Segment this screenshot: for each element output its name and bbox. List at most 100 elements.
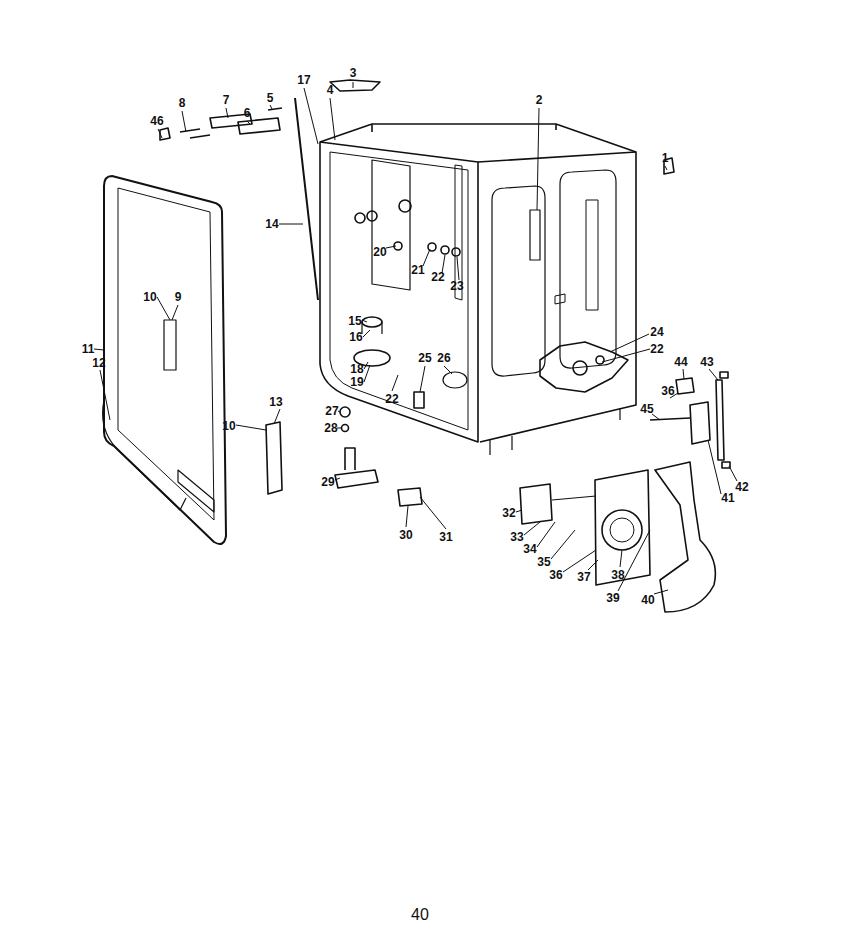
hole (596, 356, 604, 364)
callout-number: 37 (577, 571, 590, 583)
clip (555, 294, 565, 304)
callout-number: 28 (324, 422, 337, 434)
leader-lines (94, 82, 737, 594)
cap (720, 372, 728, 378)
cover-40 (655, 462, 715, 612)
ring-28 (342, 425, 349, 432)
callout-number: 27 (325, 405, 338, 417)
callout-number: 21 (411, 264, 424, 276)
latch-strike (530, 210, 540, 260)
nut (452, 248, 460, 256)
fan-38 (602, 510, 642, 550)
door-outline (104, 176, 226, 544)
callout-number: 2 (536, 94, 543, 106)
switch-30 (398, 488, 422, 506)
callout-number: 13 (269, 396, 282, 408)
rod-43 (716, 380, 724, 460)
callout-number: 5 (267, 92, 274, 104)
callout-number: 1 (662, 152, 669, 164)
callout-number: 24 (650, 326, 663, 338)
door-latch-9 (164, 320, 176, 370)
tub-front-frame (320, 142, 478, 442)
callout-number: 14 (265, 218, 278, 230)
callout-number: 15 (348, 315, 361, 327)
tub-front-inner (330, 152, 468, 430)
callout-number: 10 (222, 420, 235, 432)
strike-13 (266, 422, 282, 494)
callout-number: 39 (606, 592, 619, 604)
washer-27 (340, 407, 350, 417)
screws-8 (180, 129, 210, 138)
callout-number: 30 (399, 529, 412, 541)
float-switch-29 (335, 448, 378, 488)
tub-feet (490, 408, 620, 455)
link (552, 496, 596, 500)
callout-number: 31 (439, 531, 452, 543)
side-rail (586, 200, 598, 310)
rod-45 (650, 418, 690, 420)
cap-42 (722, 462, 730, 468)
tub-side-top (478, 152, 636, 162)
spray-hub (362, 322, 382, 334)
tub-outline (320, 124, 636, 442)
tub-top-edge (372, 124, 556, 132)
grommet (399, 200, 411, 212)
callout-number: 26 (437, 352, 450, 364)
callout-number: 10 (143, 291, 156, 303)
callout-number: 29 (321, 476, 334, 488)
callout-number: 32 (502, 507, 515, 519)
hinge-6 (238, 118, 280, 134)
callout-number: 23 (450, 280, 463, 292)
part-46 (160, 128, 170, 140)
callout-number: 19 (350, 376, 363, 388)
callout-number: 44 (674, 356, 687, 368)
plate-37 (595, 470, 650, 585)
callout-number: 36 (661, 385, 674, 397)
hole (573, 361, 587, 375)
callout-number: 9 (175, 291, 182, 303)
screw-5 (268, 108, 282, 110)
side-window (492, 186, 545, 376)
bracket-41 (690, 402, 710, 444)
callout-number: 4 (327, 84, 334, 96)
callout-number: 22 (431, 271, 444, 283)
clip-25 (414, 392, 424, 408)
callout-number: 45 (640, 403, 653, 415)
callout-number: 33 (510, 531, 523, 543)
side-window (560, 170, 616, 368)
washer (441, 246, 449, 254)
part-44 (676, 378, 694, 394)
callout-number: 11 (82, 343, 95, 355)
callout-number: 22 (385, 393, 398, 405)
grommet (367, 211, 377, 221)
heater-port (443, 372, 467, 388)
callout-number: 7 (223, 94, 230, 106)
callout-number: 40 (641, 594, 654, 606)
callout-number: 6 (244, 107, 251, 119)
callout-number: 3 (350, 67, 357, 79)
top-bracket (330, 80, 380, 91)
callout-number: 46 (150, 115, 163, 127)
callout-number: 8 (179, 97, 186, 109)
callout-number: 16 (349, 331, 362, 343)
callout-number: 36 (549, 569, 562, 581)
callout-number: 38 (611, 569, 624, 581)
callout-number: 41 (721, 492, 734, 504)
page-number: 40 (411, 907, 429, 923)
callout-number: 35 (537, 556, 550, 568)
door-gasket (103, 400, 186, 510)
callout-number: 20 (373, 246, 386, 258)
grommet (355, 213, 365, 223)
callout-number: 12 (92, 357, 105, 369)
callout-number: 17 (297, 74, 310, 86)
callout-number: 22 (650, 343, 663, 355)
motor-32 (520, 484, 552, 524)
door-handle (178, 470, 214, 512)
back-opening (372, 160, 410, 290)
callout-number: 42 (735, 481, 748, 493)
callout-number: 25 (418, 352, 431, 364)
callout-number: 43 (700, 356, 713, 368)
callout-number: 18 (350, 363, 363, 375)
door-inner (118, 188, 214, 520)
